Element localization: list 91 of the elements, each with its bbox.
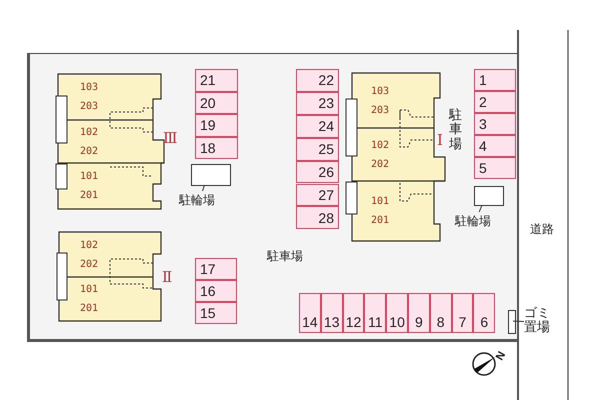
parking-space	[195, 302, 237, 324]
space-number: 11	[368, 314, 383, 330]
room-number: 203	[371, 104, 390, 118]
north-label: N	[494, 350, 508, 362]
leader-line	[512, 320, 524, 322]
space-number: 26	[318, 164, 334, 180]
vertical-area-label: 駐車場	[449, 108, 462, 151]
space-number: 20	[200, 94, 216, 111]
parking-space	[408, 293, 430, 333]
room-number: 101	[80, 283, 98, 297]
space-number: 15	[200, 305, 216, 321]
parking-space	[320, 293, 343, 333]
space-number: 7	[458, 314, 466, 330]
space-number: 10	[389, 314, 405, 330]
parking-space	[195, 258, 237, 280]
area-label: 駐車場	[267, 248, 303, 265]
leader-line	[202, 184, 205, 192]
leader-line	[478, 204, 482, 212]
site-lot	[27, 53, 518, 342]
parking-space	[364, 293, 386, 333]
parking-space	[195, 114, 238, 136]
parking-space	[386, 293, 408, 333]
room-number: 203	[80, 100, 98, 114]
room-number: 202	[80, 144, 98, 158]
garbage-area	[508, 310, 516, 334]
space-number: 1	[479, 72, 487, 88]
apartment-building	[346, 73, 446, 241]
area-label: ゴミ置場	[524, 306, 550, 338]
space-number: 2	[479, 94, 487, 110]
parking-space	[195, 136, 238, 159]
parking-space	[296, 69, 339, 92]
parking-space	[473, 293, 496, 333]
building-number: Ⅰ	[437, 132, 443, 150]
parking-space	[296, 184, 339, 206]
space-number: 9	[415, 314, 423, 330]
space-number: 19	[200, 117, 216, 134]
space-number: 27	[318, 186, 334, 203]
space-number: 5	[479, 160, 487, 176]
parking-space	[195, 92, 238, 114]
parking-space	[474, 69, 516, 91]
parking-space	[474, 135, 516, 157]
parking-space	[452, 293, 474, 333]
parking-space	[474, 91, 516, 113]
space-number: 12	[346, 314, 362, 330]
space-number: 23	[318, 95, 334, 112]
parking-space	[474, 113, 516, 135]
parking-space	[296, 92, 339, 115]
space-number: 17	[200, 261, 216, 277]
space-number: 8	[436, 314, 445, 330]
room-number: 101	[80, 170, 98, 184]
parking-space	[296, 160, 339, 184]
space-number: 16	[200, 283, 216, 299]
area-label: 駐輪場	[455, 213, 503, 229]
room-number: 202	[371, 158, 390, 172]
parking-space	[296, 206, 339, 230]
space-number: 25	[318, 141, 334, 158]
bicycle-parking	[191, 164, 231, 186]
room-number: 102	[371, 138, 390, 152]
room-number: 102	[80, 238, 98, 252]
room-number: 202	[80, 258, 98, 272]
room-number: 201	[371, 214, 390, 228]
room-number: 102	[80, 126, 98, 140]
parking-space	[342, 293, 364, 333]
parking-space	[430, 293, 452, 333]
space-number: 21	[200, 72, 216, 88]
apartment-building	[56, 74, 178, 210]
space-number: 3	[479, 116, 487, 132]
parking-space	[296, 138, 339, 161]
parking-space	[296, 114, 339, 138]
space-number: 13	[324, 314, 340, 330]
space-number: 6	[480, 314, 488, 330]
room-number: 103	[371, 84, 390, 98]
space-number: 18	[200, 140, 216, 156]
parking-space	[474, 157, 516, 179]
building-number: Ⅲ	[163, 130, 178, 148]
space-number: 4	[479, 138, 487, 154]
parking-space	[195, 69, 238, 92]
room-number: 101	[371, 195, 390, 209]
space-number: 14	[302, 314, 318, 330]
area-label: 駐輪場	[179, 192, 227, 208]
building-number: Ⅱ	[162, 269, 172, 287]
room-number: 201	[80, 302, 98, 316]
space-number: 28	[318, 210, 334, 226]
space-number: 22	[318, 72, 334, 88]
space-number: 24	[318, 118, 334, 134]
bicycle-parking	[474, 186, 504, 206]
parking-space	[195, 280, 237, 302]
room-number: 201	[80, 189, 98, 203]
road-label: 道路	[530, 221, 554, 238]
room-number: 103	[80, 81, 98, 95]
parking-space	[299, 293, 321, 333]
